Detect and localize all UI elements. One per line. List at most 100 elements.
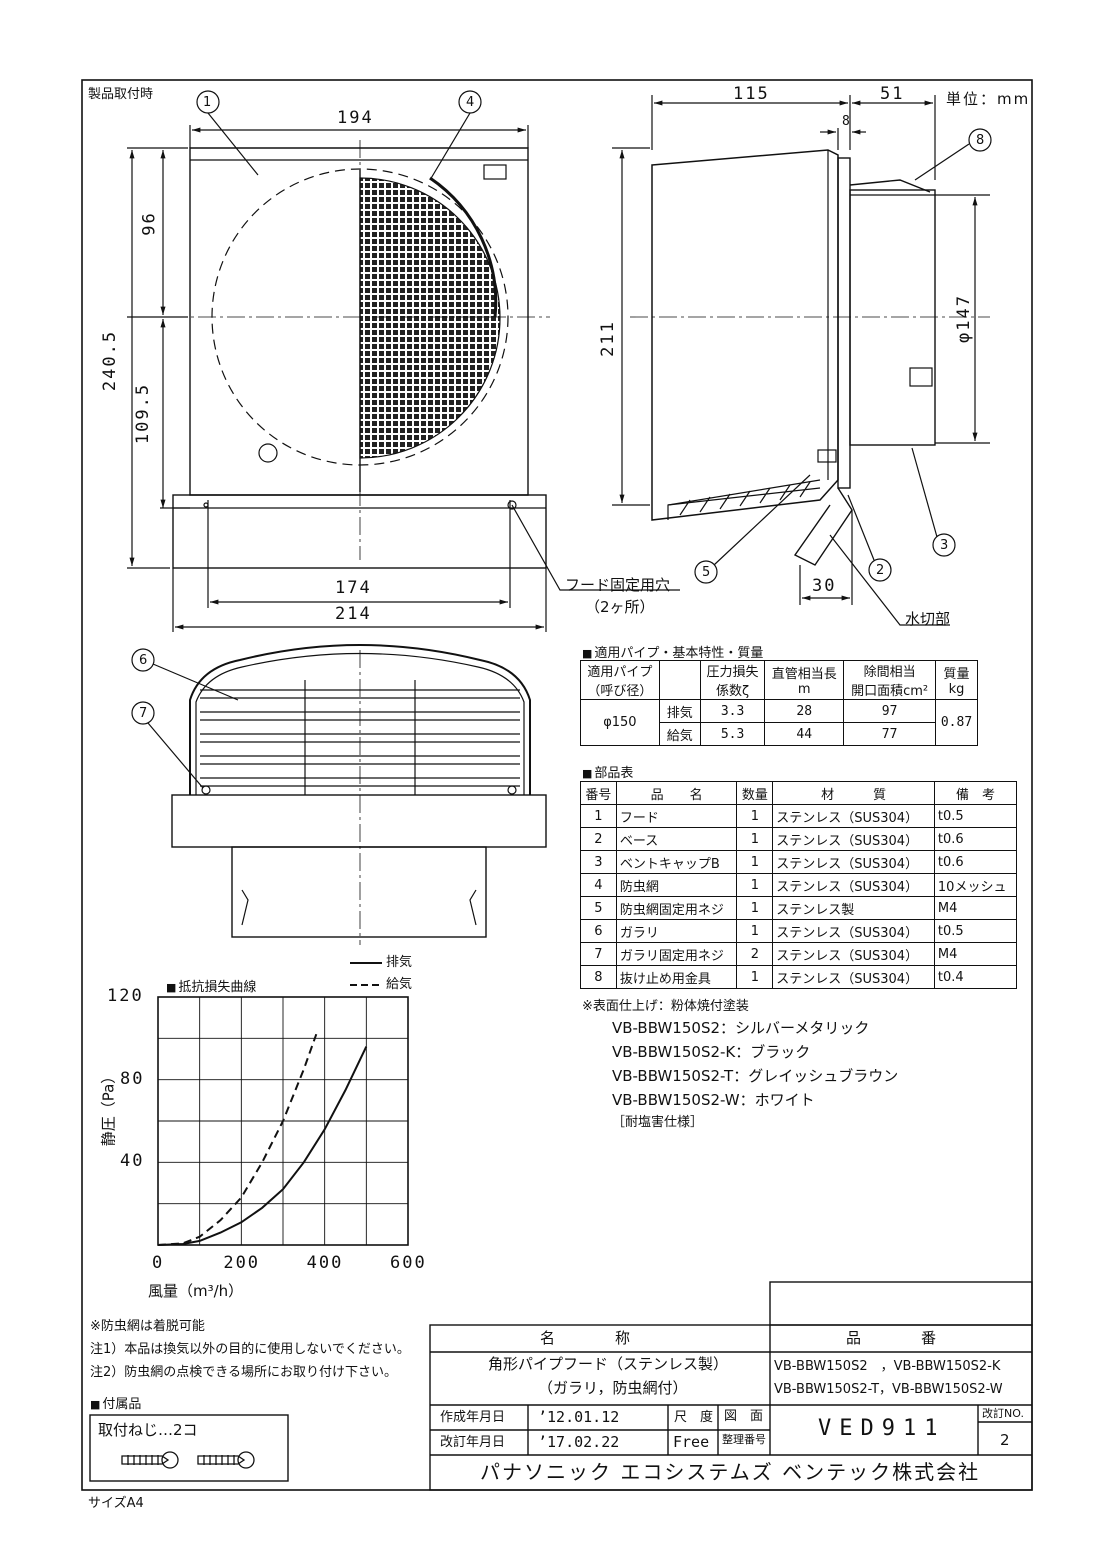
y-axis-label: 静圧（Pa）	[99, 1068, 118, 1147]
part-name: 防虫網固定用ネジ	[615, 896, 738, 920]
pipe-size: φ150	[580, 699, 660, 746]
screw-icon	[121, 1451, 255, 1469]
chart-plot-area	[157, 962, 409, 1246]
legend-supply: 給気	[386, 977, 413, 992]
hdr-note: 備 考	[933, 781, 1018, 805]
part-material: ステンレス（SUS304）	[772, 965, 935, 989]
drawing-label-2: 整理番号	[722, 1433, 766, 1446]
part-material: ステンレス（SUS304）	[772, 873, 935, 897]
front-view	[127, 90, 680, 632]
part-name: 防虫網	[615, 873, 738, 897]
rev-number: 2	[1000, 1431, 1010, 1449]
part-qty: 2	[736, 942, 774, 966]
x-tick-label: 0	[152, 1253, 165, 1273]
legend-exhaust: 排気	[386, 955, 413, 970]
area-exhaust: 97	[843, 699, 937, 723]
callout-3: 3	[940, 538, 949, 553]
x-axis-label: 風量（m³/h）	[148, 1282, 244, 1300]
part-name: 抜け止め用金具	[615, 965, 738, 989]
y-tick-label: 120	[107, 986, 144, 1006]
part-note: t0.5	[933, 919, 1018, 943]
part-no: 8	[580, 965, 617, 989]
title-block	[429, 1281, 1033, 1491]
finish-variant-4: VB-BBW150S2-W：ホワイト	[612, 1091, 815, 1109]
part-qty: 1	[736, 896, 774, 920]
part-note: M4	[933, 896, 1018, 920]
drip-label: 水切部	[905, 610, 951, 628]
part-no: 4	[580, 873, 617, 897]
part-name: ベントキャップB	[615, 850, 738, 874]
part-no: 6	[580, 919, 617, 943]
part-qty: 1	[736, 873, 774, 897]
rev-label: 改訂NO.	[982, 1407, 1024, 1420]
mode-supply: 給気	[658, 722, 701, 746]
x-tick-label: 600	[390, 1253, 427, 1273]
pipe-table-title: 適用パイプ・基本特性・質量	[582, 642, 763, 661]
part-no: 1	[580, 804, 617, 828]
part-qty: 1	[736, 919, 774, 943]
zeta-supply: 5.3	[699, 722, 766, 746]
drawing-number: VED911	[818, 1416, 946, 1441]
hdr-area: 除間相当開口面積cm²	[843, 660, 937, 700]
part-note: t0.6	[933, 827, 1018, 851]
callout-7: 7	[139, 706, 148, 721]
revised-date: ’17.02.22	[538, 1433, 620, 1451]
unit-label: 単位：mm	[946, 90, 1031, 108]
part-name: ガラリ固定用ネジ	[615, 942, 738, 966]
paper-size: サイズA4	[88, 1496, 144, 1511]
dim-8: 8	[842, 114, 850, 129]
finish-heading: ※表面仕上げ：粉体焼付塗装	[582, 999, 749, 1014]
bottom-view	[131, 644, 547, 945]
side-view	[612, 95, 992, 626]
revised-label: 改訂年月日	[440, 1435, 506, 1450]
dim-115: 115	[733, 84, 770, 104]
scale-value: Free	[673, 1433, 710, 1451]
hdr-qty: 数量	[736, 781, 774, 805]
scale-label: 尺 度	[674, 1410, 714, 1425]
part-note: t0.6	[933, 850, 1018, 874]
dim-211: 211	[597, 320, 618, 357]
x-tick-label: 400	[306, 1253, 344, 1273]
salt-note: ［耐塩害仕様］	[612, 1115, 704, 1130]
created-label: 作成年月日	[440, 1410, 506, 1425]
part-name: フード	[615, 804, 738, 828]
dim-phi147: φ147	[953, 294, 974, 343]
dim-30: 30	[812, 576, 837, 596]
mode-exhaust: 排気	[658, 699, 701, 723]
part-material: ステンレス（SUS304）	[772, 942, 935, 966]
hdr-pipe: 適用パイプ（呼び径）	[580, 660, 660, 700]
hdr-loss: 圧力損失係数ζ	[699, 660, 766, 700]
finish-variant-3: VB-BBW150S2-T：グレイッシュブラウン	[612, 1067, 899, 1085]
part-qty: 1	[736, 804, 774, 828]
dim-240-5: 240.5	[100, 329, 121, 392]
zeta-exhaust: 3.3	[699, 699, 766, 723]
chart-title: 抵抗損失曲線	[166, 976, 256, 995]
part-material: ステンレス製	[772, 896, 935, 920]
dim-194: 194	[337, 108, 374, 128]
x-tick-label: 200	[223, 1253, 261, 1273]
codes-1: VB-BBW150S2 ，VB-BBW150S2-K	[774, 1359, 1001, 1374]
created-date: ’12.01.12	[538, 1408, 620, 1426]
part-note: t0.4	[933, 965, 1018, 989]
hood-hole-label: フード固定用穴	[565, 576, 671, 594]
part-name: ガラリ	[615, 919, 738, 943]
code-header: 品 番	[846, 1329, 937, 1347]
part-qty: 1	[736, 850, 774, 874]
part-material: ステンレス（SUS304）	[772, 804, 935, 828]
y-tick-label: 80	[120, 1068, 145, 1089]
part-qty: 1	[736, 827, 774, 851]
part-no: 3	[580, 850, 617, 874]
series-line-supply	[157, 1033, 318, 1246]
area-supply: 77	[843, 722, 937, 746]
callout-2: 2	[876, 563, 885, 578]
dim-51: 51	[880, 84, 905, 104]
hdr-material: 材 質	[772, 781, 935, 805]
series-line-exhaust	[157, 1046, 368, 1246]
